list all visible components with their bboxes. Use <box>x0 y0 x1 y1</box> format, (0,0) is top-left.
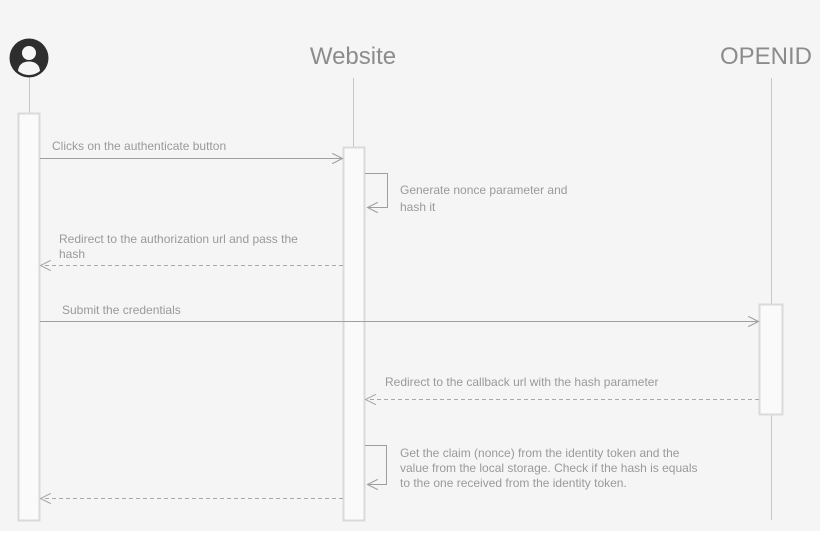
message-label-submit-credentials: Submit the credentials <box>62 303 181 317</box>
activation-bar-website <box>342 146 366 522</box>
message-arrow-final-return <box>39 493 343 504</box>
user-icon <box>9 38 49 78</box>
bottom-edge <box>0 531 820 535</box>
actor-label-website: Website <box>309 43 397 70</box>
message-label-generate-nonce: Generate nonce parameter and hash it <box>400 183 568 214</box>
message-label-redirect-authorization: Redirect to the authorization url and pa… <box>59 232 298 261</box>
message-arrow-submit-credentials <box>40 316 760 327</box>
actor-label-openid: OPENID <box>719 43 812 70</box>
activation-bar-user <box>17 112 41 522</box>
message-label-redirect-callback: Redirect to the callback url with the ha… <box>385 375 659 389</box>
message-arrow-check-hash-self <box>365 445 387 490</box>
message-label-check-hash: Get the claim (nonce) from the identity … <box>400 446 698 490</box>
message-arrow-redirect-authorization <box>39 260 343 271</box>
activation-bar-openid <box>758 303 784 416</box>
message-arrow-generate-nonce-self <box>365 173 388 213</box>
message-label-clicks-authenticate: Clicks on the authenticate button <box>52 139 227 153</box>
message-arrow-redirect-callback <box>364 394 759 405</box>
message-arrow-clicks-authenticate <box>40 153 344 164</box>
